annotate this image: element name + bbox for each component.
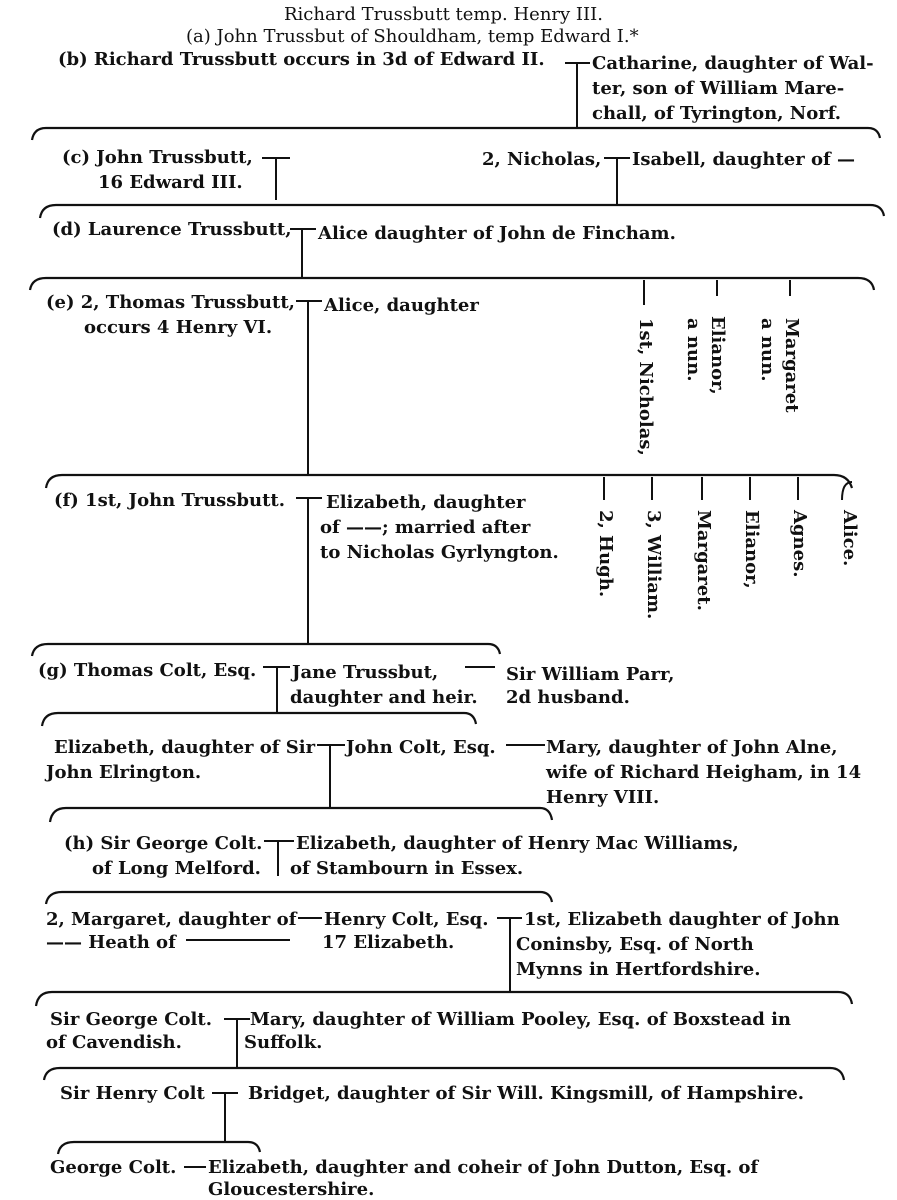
gen-e-sibling-nicholas: 1st, Nicholas, [635, 318, 656, 456]
gen-c-person-line1: (c) John Trussbutt, [62, 147, 253, 168]
john-colt-second-wife-line3: Henry VIII. [546, 787, 660, 808]
john-colt-second-wife-line1: Mary, daughter of John Alne, [546, 737, 838, 758]
george-colt-3-person: George Colt. [50, 1157, 177, 1178]
henry-colt-first-wife-line2: Coninsby, Esq. of North [516, 934, 754, 955]
gen-g-second-husband-line1: Sir William Parr, [506, 664, 675, 685]
gen-c-sibling-wife: Isabell, daughter of — [632, 149, 856, 170]
gen-e-sibling-elianor-note: a nun. [683, 318, 704, 382]
gen-e-person-line2: occurs 4 Henry VI. [84, 317, 273, 338]
john-colt-wife-line1: Elizabeth, daughter of Sir [54, 737, 316, 758]
henry-colt-first-wife-line1: 1st, Elizabeth daughter of John [524, 909, 840, 930]
george-colt-2-person-line2: of Cavendish. [46, 1032, 182, 1053]
george-colt-3-wife-line2: Gloucestershire. [208, 1179, 375, 1200]
gen-g-person: (g) Thomas Colt, Esq. [38, 660, 257, 681]
gen-f-sibling-margaret: Margaret. [693, 510, 714, 611]
george-colt-2-person-line1: Sir George Colt. [50, 1009, 212, 1030]
gen-b-person: (b) Richard Trussbutt occurs in 3d of Ed… [58, 49, 545, 70]
gen-e-sibling-margaret: Margaret [781, 318, 802, 413]
gen-d-person: (d) Laurence Trussbutt, [52, 219, 292, 240]
gen-a-line: (a) John Trussbut of Shouldham, temp Edw… [186, 26, 639, 47]
gen-f-wife-line3: to Nicholas Gyrlyngton. [320, 542, 559, 563]
gen-f-sibling-hugh: 2, Hugh. [595, 510, 616, 598]
gen-b-wife-line1: Catharine, daughter of Wal- [592, 53, 874, 74]
gen-f-sibling-agnes: Agnes. [789, 510, 810, 578]
henry-colt-person-line2: 17 Elizabeth. [322, 932, 455, 953]
founder-line: Richard Trussbutt temp. Henry III. [284, 4, 603, 25]
gen-e-sibling-margaret-note: a nun. [757, 318, 778, 382]
henry-colt-second-wife-line1: 2, Margaret, daughter of [46, 909, 297, 930]
henry-colt-first-wife-line3: Mynns in Hertfordshire. [516, 959, 761, 980]
gen-e-person-line1: (e) 2, Thomas Trussbutt, [46, 292, 295, 313]
gen-g-second-husband-line2: 2d husband. [506, 687, 630, 708]
henry-colt-person-line1: Henry Colt, Esq. [324, 909, 489, 930]
gen-h-person-line2: of Long Melford. [92, 858, 261, 879]
john-colt-second-wife-line2: wife of Richard Heigham, in 14 [546, 762, 862, 783]
george-colt-2-wife-line1: Mary, daughter of William Pooley, Esq. o… [250, 1009, 792, 1030]
george-colt-2-wife-line2: Suffolk. [244, 1032, 323, 1053]
john-colt-person: John Colt, Esq. [346, 737, 496, 758]
henry-colt-2-wife: Bridget, daughter of Sir Will. Kingsmill… [248, 1083, 805, 1104]
gen-h-wife-line2: of Stambourn in Essex. [290, 858, 524, 879]
george-colt-3-wife-line1: Elizabeth, daughter and coheir of John D… [208, 1157, 759, 1178]
gen-e-wife: Alice, daughter [324, 295, 479, 316]
gen-f-wife-line1: Elizabeth, daughter [326, 492, 526, 513]
gen-f-sibling-elianor: Elianor, [741, 510, 762, 589]
gen-c-person-line2: 16 Edward III. [98, 172, 243, 193]
gen-f-wife-line2: of ——; married after [320, 517, 531, 538]
john-colt-wife-line2: John Elrington. [46, 762, 202, 783]
gen-g-wife-line2: daughter and heir. [290, 687, 478, 708]
gen-e-sibling-elianor: Elianor, [707, 316, 728, 395]
gen-c-sibling: 2, Nicholas, [482, 149, 602, 170]
gen-d-wife: Alice daughter of John de Fincham. [318, 223, 676, 244]
gen-g-wife-line1: Jane Trussbut, [292, 662, 439, 683]
gen-h-wife-line1: Elizabeth, daughter of Henry Mac William… [296, 833, 739, 854]
gen-b-wife-line2: ter, son of William Mare- [592, 78, 845, 99]
gen-f-sibling-alice: Alice. [839, 510, 860, 567]
gen-b-wife-line3: chall, of Tyrington, Norf. [592, 103, 842, 124]
gen-h-person-line1: (h) Sir George Colt. [64, 833, 263, 854]
gen-f-sibling-william: 3, William. [643, 510, 664, 620]
gen-f-person: (f) 1st, John Trussbutt. [54, 490, 286, 511]
henry-colt-2-person: Sir Henry Colt [60, 1083, 205, 1104]
henry-colt-second-wife-line2: —— Heath of [46, 932, 176, 953]
